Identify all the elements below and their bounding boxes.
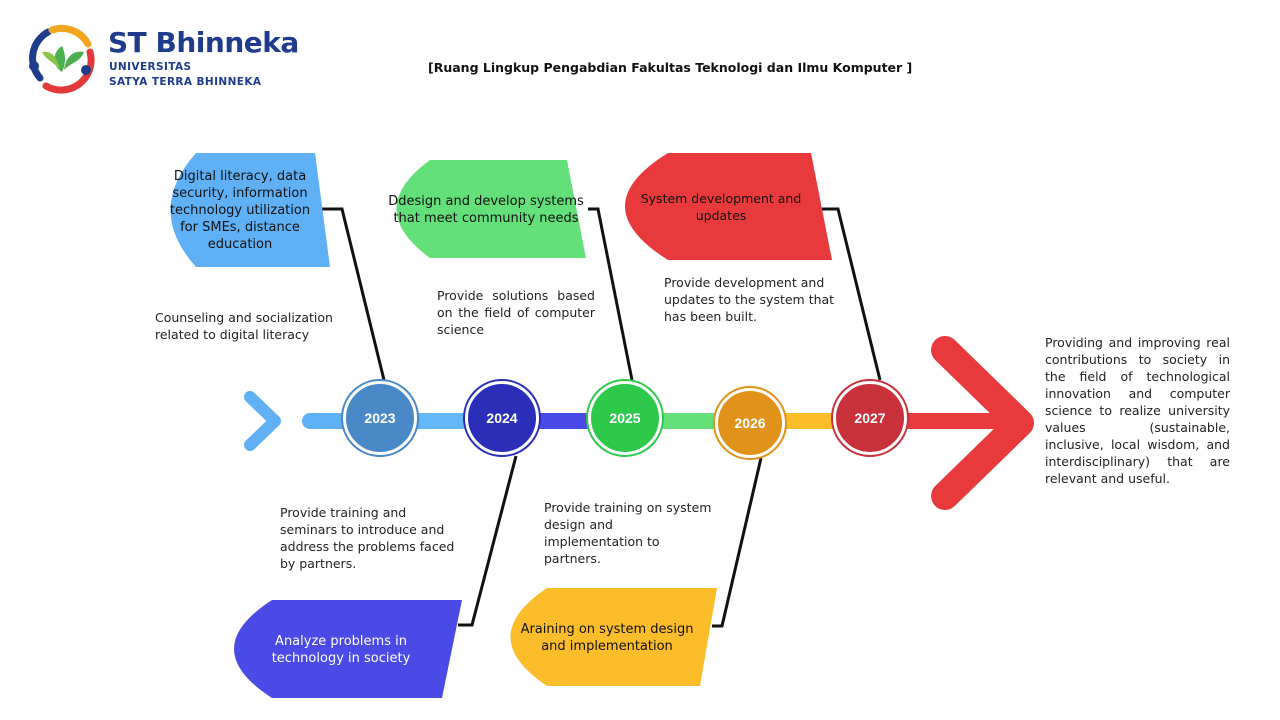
year-circle-2024 [464, 380, 540, 456]
tag-araining: Araining on system design and implementa… [520, 622, 694, 654]
brand-name: ST Bhinneka [108, 26, 299, 59]
connector-2027-top [822, 207, 882, 381]
year-label-2025: 2025 [609, 410, 641, 426]
connector-2024-bottom [458, 455, 518, 627]
tag-shape-digital-literacy [170, 153, 330, 267]
tag-design-develop: Ddesign and develop systems that meet co… [388, 194, 584, 226]
note-2026-training: Provide training on system design and im… [544, 500, 712, 566]
note-2027-development: Provide development and updates to the s… [664, 275, 835, 324]
page-title: [Ruang Lingkup Pengabdian Fakultas Tekno… [428, 60, 913, 75]
year-label-2026: 2026 [734, 415, 766, 431]
tag-shape-system-development [625, 153, 832, 260]
year-label-2027: 2027 [854, 410, 886, 426]
year-label-2023: 2023 [364, 410, 396, 426]
tag-shape-araining [510, 588, 717, 686]
tag-analyze-problems: Analyze problems in technology in societ… [271, 634, 411, 666]
year-circle-2027 [832, 380, 908, 456]
connector-2026-bottom [712, 457, 763, 628]
year-circle-2023 [342, 380, 418, 456]
start-chevron-icon [244, 391, 281, 451]
tag-shape-design-develop [396, 160, 586, 258]
university-logo [22, 22, 302, 94]
brand-line-universitas: UNIVERSITAS [109, 61, 192, 73]
note-2025-solutions: Provide solutions based on the field of … [437, 288, 595, 337]
tag-shape-analyze-problems [234, 600, 462, 698]
year-circle-2026 [714, 387, 786, 459]
brand-line-satya: SATYA TERRA BHINNEKA [109, 76, 262, 88]
tag-system-development: System development and updates [640, 191, 802, 223]
year-circle-2025 [587, 380, 663, 456]
note-2024-training: Provide training and seminars to introdu… [280, 505, 455, 571]
logo-emblem-icon [29, 24, 95, 94]
note-outcome: Providing and improving real contributio… [1045, 335, 1230, 486]
year-label-2024: 2024 [486, 410, 518, 426]
connector-2023-top [320, 207, 386, 381]
arrow-head-icon [931, 336, 1034, 510]
note-2023-counseling: Counseling and socialization related to … [155, 310, 333, 342]
tag-digital-literacy: Digital literacy, data security, informa… [169, 168, 311, 252]
connector-2025-top [588, 207, 634, 381]
